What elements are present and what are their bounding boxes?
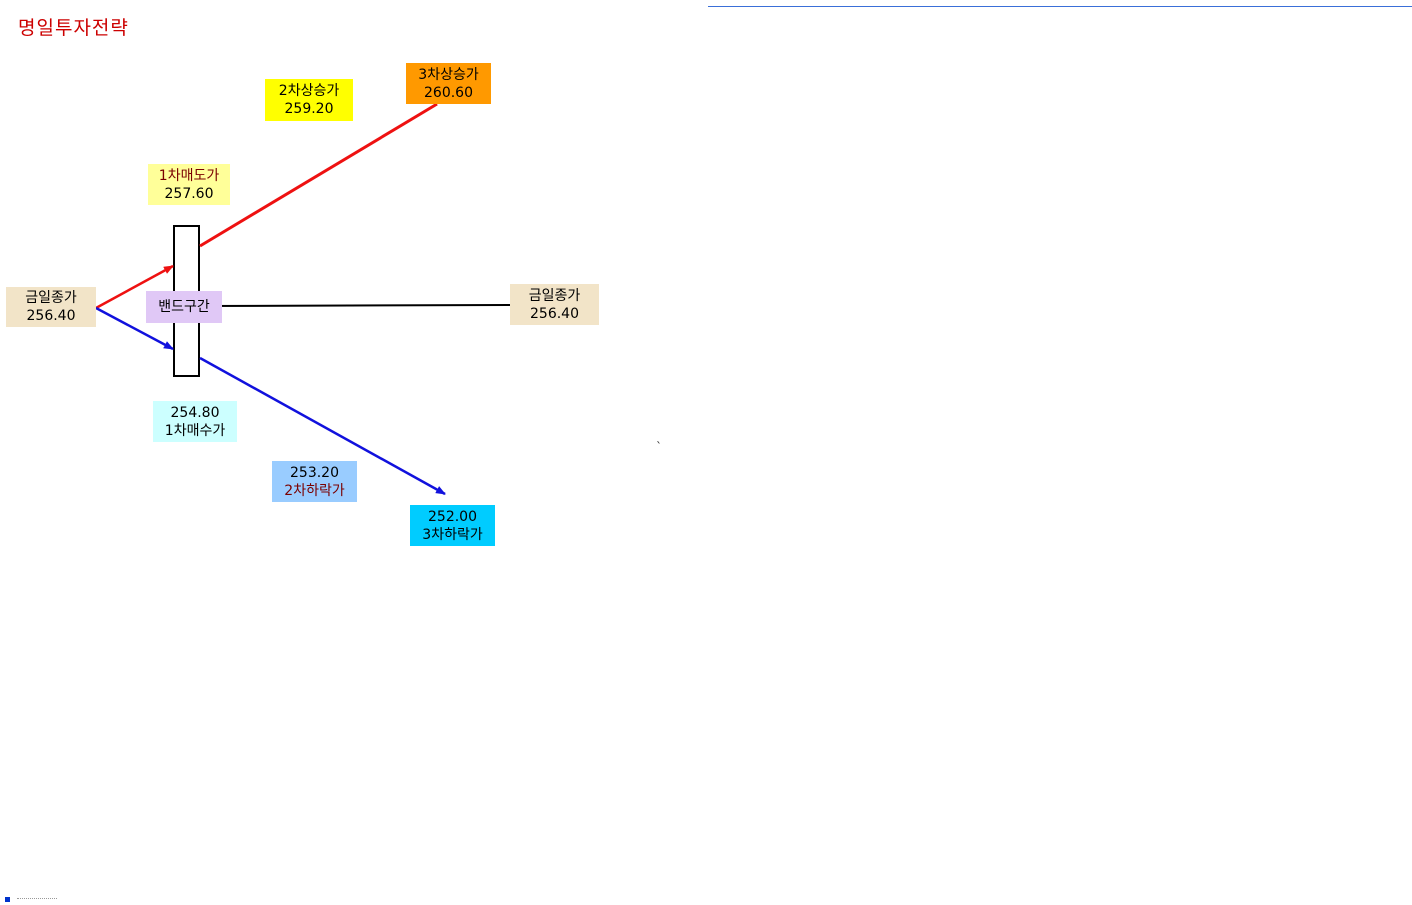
down-arrow-to-band bbox=[95, 306, 174, 351]
today-close-label: 금일종가 bbox=[25, 290, 77, 306]
first-sell-box: 1차매도가 257.60 bbox=[148, 164, 230, 205]
third-down-label: 3차하락가 bbox=[422, 526, 483, 543]
second-up-label: 2차상승가 bbox=[278, 83, 340, 99]
footer-dotted-rule bbox=[17, 897, 57, 902]
third-down-value: 252.00 bbox=[428, 508, 477, 525]
third-up-box: 3차상승가 260.60 bbox=[406, 63, 491, 104]
up-arrow-to-band bbox=[95, 264, 174, 310]
first-buy-box: 254.80 1차매수가 bbox=[153, 401, 237, 442]
first-sell-label: 1차매도가 bbox=[158, 167, 220, 184]
top-divider bbox=[708, 6, 1412, 7]
stray-mark: ` bbox=[656, 440, 662, 454]
today-close-label-right: 금일종가 bbox=[528, 287, 581, 304]
today-close-box-right: 금일종가 256.40 bbox=[510, 284, 599, 325]
page-title: 명일투자전략 bbox=[18, 17, 129, 39]
band-horizontal-line bbox=[199, 304, 511, 307]
down-target-arrow bbox=[199, 356, 446, 496]
first-buy-value: 254.80 bbox=[170, 404, 220, 421]
third-up-value: 260.60 bbox=[424, 84, 473, 101]
footer-square-icon bbox=[5, 897, 10, 902]
second-down-label: 2차하락가 bbox=[284, 482, 345, 499]
footer-fragment bbox=[5, 895, 75, 905]
band-zone-label: 밴드구간 bbox=[146, 291, 222, 323]
second-down-box: 253.20 2차하락가 bbox=[272, 461, 357, 502]
second-up-box: 2차상승가 259.20 bbox=[265, 79, 353, 121]
second-up-value: 259.20 bbox=[284, 101, 334, 117]
second-down-value: 253.20 bbox=[290, 464, 339, 481]
third-down-box: 252.00 3차하락가 bbox=[410, 505, 495, 546]
first-sell-value: 257.60 bbox=[164, 185, 214, 202]
up-target-line bbox=[199, 102, 438, 248]
first-buy-label: 1차매수가 bbox=[164, 422, 226, 439]
band-zone-text: 밴드구간 bbox=[158, 299, 210, 315]
today-close-box-left: 금일종가 256.40 bbox=[6, 287, 96, 327]
today-close-value: 256.40 bbox=[26, 308, 76, 324]
today-close-value-right: 256.40 bbox=[530, 305, 579, 322]
third-up-label: 3차상승가 bbox=[418, 66, 479, 83]
